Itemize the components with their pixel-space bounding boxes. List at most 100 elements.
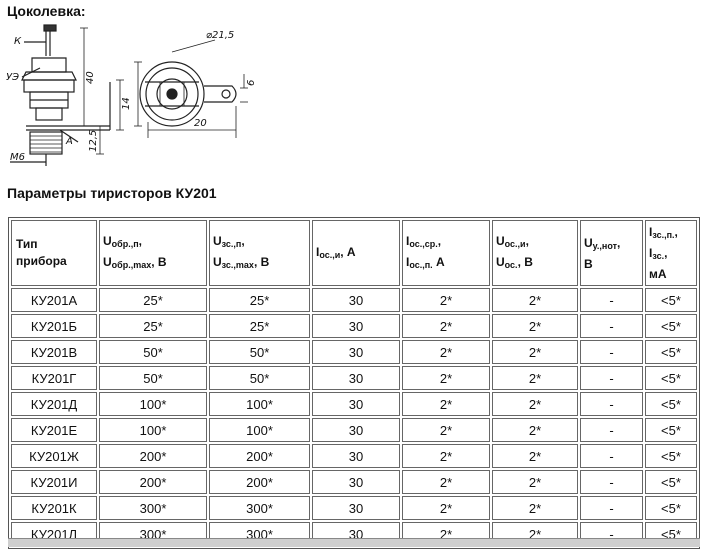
value-cell: 300* bbox=[209, 496, 310, 520]
col-header-i-pulse: Iос.,и, А bbox=[312, 220, 400, 286]
value-cell: 2* bbox=[492, 470, 578, 494]
value-cell: 200* bbox=[99, 444, 207, 468]
value-cell: 30 bbox=[312, 392, 400, 416]
value-cell: <5* bbox=[645, 444, 697, 468]
dim-12-5: 12,5 bbox=[88, 130, 99, 152]
table-heading: Параметры тиристоров КУ201 bbox=[7, 185, 217, 201]
label-k: К bbox=[14, 36, 22, 47]
value-cell: 30 bbox=[312, 288, 400, 312]
thyristor-pinout-drawing: К УЭ А М6 40 14 12,5 ⌀21,5 6 20 bbox=[6, 24, 257, 166]
value-cell: 2* bbox=[402, 340, 490, 364]
value-cell: <5* bbox=[645, 314, 697, 338]
value-cell: <5* bbox=[645, 340, 697, 364]
value-cell: 50* bbox=[209, 366, 310, 390]
dim-21-5: ⌀21,5 bbox=[206, 30, 234, 41]
value-cell: 30 bbox=[312, 418, 400, 442]
device-type-cell: КУ201И bbox=[11, 470, 97, 494]
value-cell: 50* bbox=[99, 366, 207, 390]
value-cell: 30 bbox=[312, 314, 400, 338]
value-cell: 200* bbox=[209, 444, 310, 468]
value-cell: 100* bbox=[209, 418, 310, 442]
value-cell: 100* bbox=[209, 392, 310, 416]
value-cell: - bbox=[580, 444, 643, 468]
value-cell: 30 bbox=[312, 470, 400, 494]
value-cell: <5* bbox=[645, 366, 697, 390]
col-header-u-reverse: Uобр.,п, Uобр.,max, В bbox=[99, 220, 207, 286]
device-type-cell: КУ201Б bbox=[11, 314, 97, 338]
col-header-i-leak: Iзс.,п., Iзс., мА bbox=[645, 220, 697, 286]
device-type-cell: КУ201К bbox=[11, 496, 97, 520]
value-cell: <5* bbox=[645, 418, 697, 442]
dim-6: 6 bbox=[246, 80, 257, 86]
value-cell: <5* bbox=[645, 288, 697, 312]
device-type-cell: КУ201В bbox=[11, 340, 97, 364]
value-cell: 2* bbox=[402, 392, 490, 416]
value-cell: - bbox=[580, 392, 643, 416]
value-cell: 2* bbox=[492, 288, 578, 312]
value-cell: 200* bbox=[209, 470, 310, 494]
value-cell: - bbox=[580, 470, 643, 494]
value-cell: 2* bbox=[492, 444, 578, 468]
value-cell: - bbox=[580, 288, 643, 312]
value-cell: <5* bbox=[645, 470, 697, 494]
bottom-strip bbox=[8, 538, 700, 547]
value-cell: 50* bbox=[99, 340, 207, 364]
value-cell: - bbox=[580, 340, 643, 364]
value-cell: 25* bbox=[99, 314, 207, 338]
device-type-cell: КУ201Ж bbox=[11, 444, 97, 468]
value-cell: 30 bbox=[312, 340, 400, 364]
value-cell: 2* bbox=[402, 288, 490, 312]
dim-14: 14 bbox=[121, 97, 132, 110]
value-cell: 2* bbox=[402, 444, 490, 468]
value-cell: 2* bbox=[402, 366, 490, 390]
col-header-u-on: Uос.,и, Uос., В bbox=[492, 220, 578, 286]
value-cell: 2* bbox=[492, 340, 578, 364]
value-cell: <5* bbox=[645, 496, 697, 520]
value-cell: 100* bbox=[99, 418, 207, 442]
value-cell: - bbox=[580, 366, 643, 390]
label-a: А bbox=[65, 136, 73, 147]
col-header-i-avg: Iос.,ср., Iос.,п. А bbox=[402, 220, 490, 286]
value-cell: 30 bbox=[312, 496, 400, 520]
device-type-cell: КУ201Д bbox=[11, 392, 97, 416]
col-header-u-gate: Uу.,нот, В bbox=[580, 220, 643, 286]
label-m6: М6 bbox=[10, 152, 25, 163]
device-type-cell: КУ201Г bbox=[11, 366, 97, 390]
value-cell: 2* bbox=[402, 496, 490, 520]
value-cell: 2* bbox=[492, 496, 578, 520]
dim-20: 20 bbox=[194, 118, 207, 129]
label-ue: УЭ bbox=[6, 72, 19, 83]
value-cell: <5* bbox=[645, 392, 697, 416]
device-type-cell: КУ201Е bbox=[11, 418, 97, 442]
value-cell: 30 bbox=[312, 366, 400, 390]
value-cell: 2* bbox=[402, 470, 490, 494]
value-cell: - bbox=[580, 418, 643, 442]
device-type-cell: КУ201А bbox=[11, 288, 97, 312]
value-cell: 2* bbox=[492, 366, 578, 390]
value-cell: 2* bbox=[492, 418, 578, 442]
value-cell: 300* bbox=[99, 496, 207, 520]
value-cell: 25* bbox=[99, 288, 207, 312]
dim-40: 40 bbox=[85, 71, 96, 84]
value-cell: - bbox=[580, 496, 643, 520]
value-cell: 25* bbox=[209, 288, 310, 312]
col-header-u-blocking: Uзс.,п, Uзс.,max, В bbox=[209, 220, 310, 286]
value-cell: 30 bbox=[312, 444, 400, 468]
value-cell: 50* bbox=[209, 340, 310, 364]
value-cell: 25* bbox=[209, 314, 310, 338]
value-cell: 2* bbox=[402, 418, 490, 442]
value-cell: - bbox=[580, 314, 643, 338]
value-cell: 2* bbox=[492, 392, 578, 416]
